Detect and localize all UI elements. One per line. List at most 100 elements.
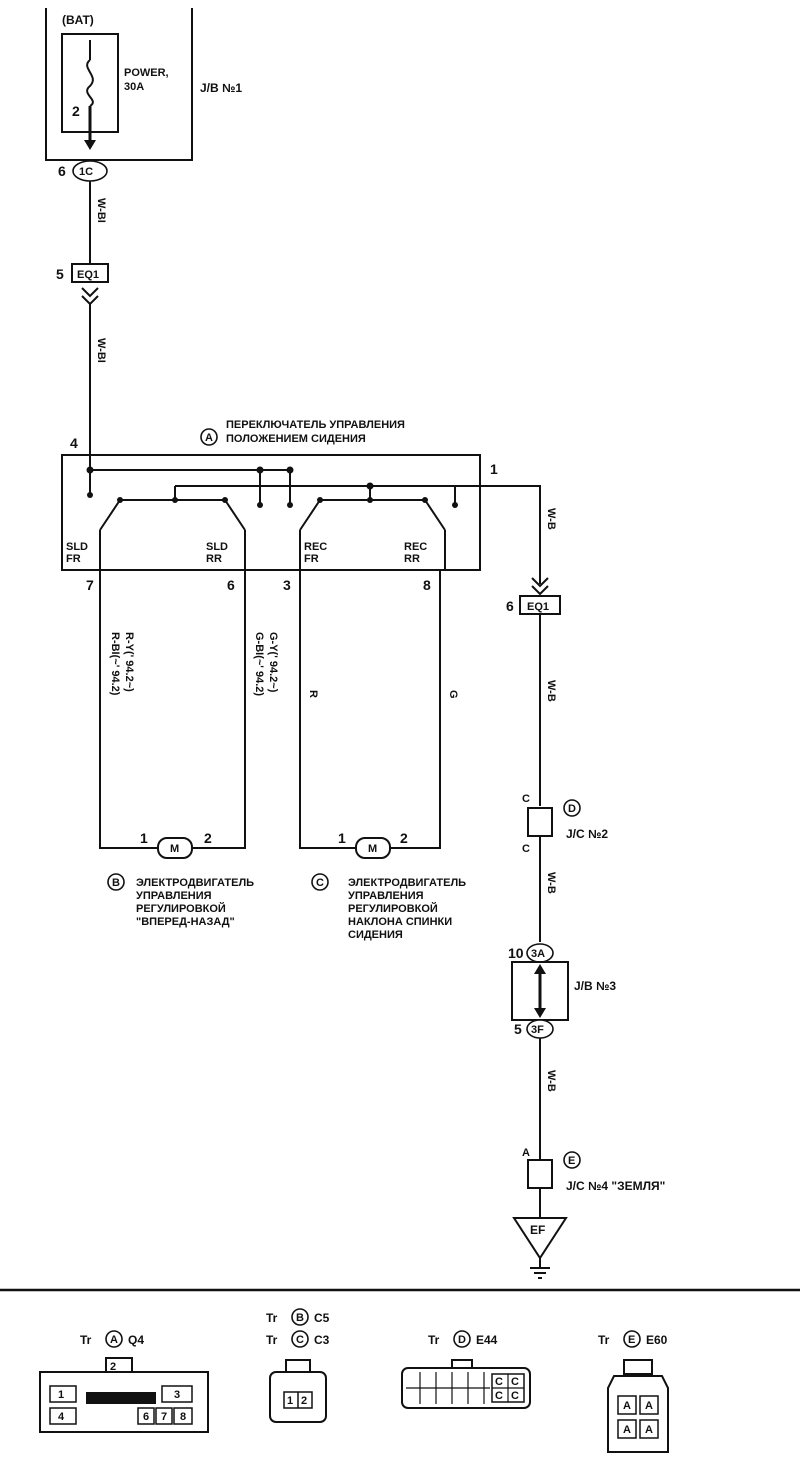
jb1-housing — [45, 8, 193, 161]
eq1-top-connector — [71, 263, 109, 283]
jb3-pin-bottom: 5 — [514, 1021, 522, 1037]
connector-a-shape — [39, 1357, 209, 1433]
conn-b-pin: 2 — [301, 1395, 307, 1407]
connector-bc-shape — [269, 1359, 327, 1423]
wire-power-label-2: W-BI — [95, 338, 107, 363]
wire-recline-b-label: G — [447, 690, 459, 699]
motor-c-pin1: 1 — [338, 830, 346, 846]
conn-a-prefix: Tr — [80, 1333, 92, 1347]
switch-blade — [99, 499, 121, 531]
terminal-pin: 8 — [423, 577, 431, 593]
motor-b-pin1: 1 — [140, 830, 148, 846]
conn-d-letter: D — [458, 1334, 466, 1346]
conn-e-code: E60 — [646, 1333, 668, 1347]
motor-b-desc-1: ЭЛЕКТРОДВИГАТЕЛЬ — [136, 877, 254, 889]
chevron-down-icon — [531, 577, 549, 588]
conn-c-badge — [291, 1330, 309, 1348]
conn-e-badge — [623, 1330, 641, 1348]
terminal-pin: 6 — [227, 577, 235, 593]
conn-d-prefix: Tr — [428, 1333, 440, 1347]
arrow-down-icon — [534, 1008, 546, 1018]
terminal-sld-fr-bottom: FR — [66, 553, 81, 565]
conn-e-prefix: Tr — [598, 1333, 610, 1347]
wire-slide-b-label-2: G-Y(' 94.2~) — [267, 632, 279, 693]
jc2-letter-badge — [563, 799, 581, 817]
jc4-letter: E — [568, 1155, 575, 1167]
wire-ground-label-1: W-B — [545, 508, 557, 530]
conn-a-code: Q4 — [128, 1333, 144, 1347]
motor-b-icon — [157, 837, 193, 859]
arrow-up-icon — [534, 964, 546, 974]
battery-label: (BAT) — [62, 13, 94, 27]
motor-b-letter: B — [112, 877, 120, 889]
wire-slide-a-label-1: R-BI(~' 94.2) — [109, 632, 121, 696]
jc2-letter: D — [568, 803, 576, 815]
motor-c-desc-2: УПРАВЛЕНИЯ — [348, 890, 424, 902]
conn-a-pin: 1 — [58, 1389, 64, 1401]
conn-a-pin: 6 — [143, 1411, 149, 1423]
conn-b-prefix: Tr — [266, 1311, 278, 1325]
fuse-pin: 2 — [72, 103, 80, 119]
eq1-bottom-label: EQ1 — [527, 601, 549, 613]
motor-c-letter-badge — [311, 873, 329, 891]
wire-ground-label-4: W-B — [545, 1070, 557, 1092]
ground-triangle — [512, 1217, 568, 1260]
jc2-pin-top: C — [522, 793, 530, 805]
jb3-label: J/B №3 — [574, 979, 616, 993]
eq1-top-pin: 5 — [56, 266, 64, 282]
conn-e-pin: A — [623, 1424, 631, 1436]
switch-blade — [299, 499, 321, 531]
motor-b-letter-badge — [107, 873, 125, 891]
motor-b-symbol: M — [170, 843, 179, 855]
terminal-sld-rr-top: SLD — [206, 541, 228, 553]
motor-c-symbol: M — [368, 843, 377, 855]
jb3-pin-top: 10 — [508, 945, 524, 961]
terminal-sld-rr-bottom: RR — [206, 553, 222, 565]
jc4-label: J/C №4 "ЗЕМЛЯ" — [566, 1179, 665, 1193]
switch-housing — [61, 454, 481, 571]
wire-recline-b — [390, 570, 441, 849]
arrow-down-icon — [84, 140, 96, 150]
jc4-pin: A — [522, 1147, 530, 1159]
conn-d-pin: C — [495, 1390, 503, 1402]
conn-d-badge — [453, 1330, 471, 1348]
wire-power-label-1: W-BI — [95, 198, 107, 223]
ground-label: EF — [530, 1223, 545, 1237]
motor-c-icon — [355, 837, 391, 859]
terminal-pin: 7 — [86, 577, 94, 593]
motor-c-letter: C — [316, 877, 324, 889]
terminal-rec-rr-top: REC — [404, 541, 427, 553]
conn-a-badge — [105, 1330, 123, 1348]
motor-c-desc-3: РЕГУЛИРОВКОЙ — [348, 902, 438, 915]
wire-slide-b — [192, 570, 246, 849]
motor-c-desc-5: СИДЕНИЯ — [348, 929, 403, 941]
conn-d-pin: C — [511, 1390, 519, 1402]
conn-b-pin: 1 — [287, 1395, 293, 1407]
jc2-pin-bottom: C — [522, 843, 530, 855]
switch-letter-badge — [200, 428, 218, 446]
jb3-connector-bottom-label: 3F — [531, 1024, 544, 1036]
conn-b-letter: B — [296, 1312, 304, 1324]
conn-a-pin: 2 — [110, 1361, 116, 1373]
motor-b-pin2: 2 — [204, 830, 212, 846]
conn-a-pin: 4 — [58, 1411, 65, 1423]
terminal-rec-fr-top: REC — [304, 541, 327, 553]
jb1-pin: 6 — [58, 163, 66, 179]
wire-slide-a — [99, 570, 158, 849]
chevron-down-icon — [81, 287, 99, 298]
conn-d-pin: C — [511, 1376, 519, 1388]
connector-e-shape — [607, 1359, 669, 1453]
motor-c-pin2: 2 — [400, 830, 408, 846]
conn-e-pin: A — [623, 1400, 631, 1412]
conn-c-letter: C — [296, 1334, 304, 1346]
terminal-rec-fr-bottom: FR — [304, 553, 319, 565]
eq1-bottom-pin: 6 — [506, 598, 514, 614]
jc2-label: J/C №2 — [566, 827, 608, 841]
conn-b-badge — [291, 1308, 309, 1326]
conn-c-code: C3 — [314, 1333, 330, 1347]
eq1-top-label: EQ1 — [77, 269, 99, 281]
conn-a-pin: 3 — [174, 1389, 180, 1401]
wire-slide-b-label-1: G-BI(~' 94.2) — [253, 632, 265, 696]
wire-ground-label-3: W-B — [545, 872, 557, 894]
